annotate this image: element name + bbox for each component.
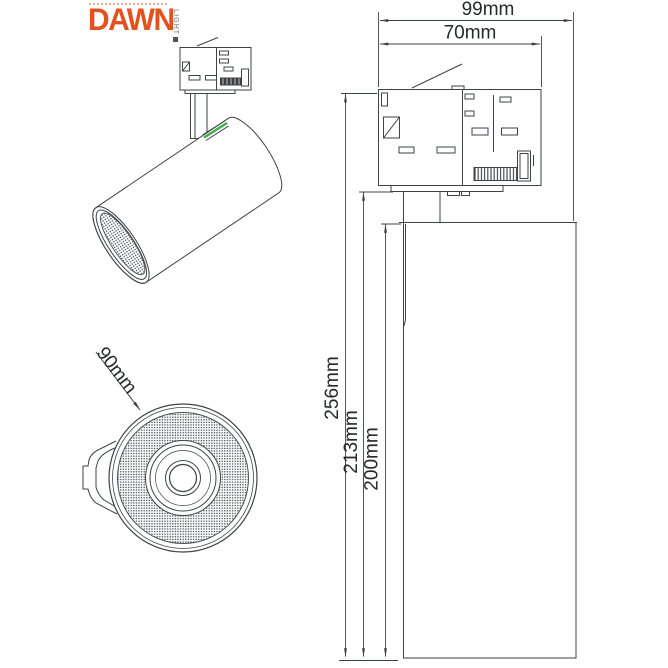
adapter-contact-rack (473, 167, 521, 181)
perspective-cylinder-body (92, 116, 283, 284)
front-lens-view: 90mm (82, 343, 258, 553)
side-stem (403, 191, 441, 223)
brand-wordmark: DAWN (88, 2, 175, 38)
below-track-height-label: 213mm (341, 410, 362, 473)
brand-logo: DAWN LIGHT (88, 2, 183, 42)
logo-vertical-text: LIGHT (172, 9, 179, 35)
adapter-lever-line (411, 63, 463, 89)
green-wire-accent (202, 120, 229, 141)
side-lamp-body (399, 222, 577, 659)
dimension-lines (339, 12, 574, 661)
front-mount-bracket (82, 440, 118, 515)
perspective-view (92, 37, 283, 284)
logo-vertical-block: LIGHT (172, 9, 179, 42)
adapter-width-label: 70mm (444, 23, 497, 44)
body-height-label: 200mm (362, 427, 383, 490)
perspective-stem (190, 93, 208, 139)
side-track-adapter (378, 63, 542, 196)
overall-height-label: 256mm (322, 356, 343, 419)
perspective-lens-honeycomb (99, 212, 146, 276)
front-diameter-label: 90mm (92, 343, 141, 398)
logo-square-icon (173, 37, 178, 42)
overall-width-label: 99mm (462, 0, 515, 20)
perspective-track-adapter (179, 37, 252, 94)
logo-tagline-dots (89, 3, 167, 5)
front-diameter-dimension (95, 351, 141, 411)
side-elevation-view: 99mm 70mm 256mm 213mm 200mm (322, 0, 577, 661)
front-center-hole (168, 463, 198, 493)
